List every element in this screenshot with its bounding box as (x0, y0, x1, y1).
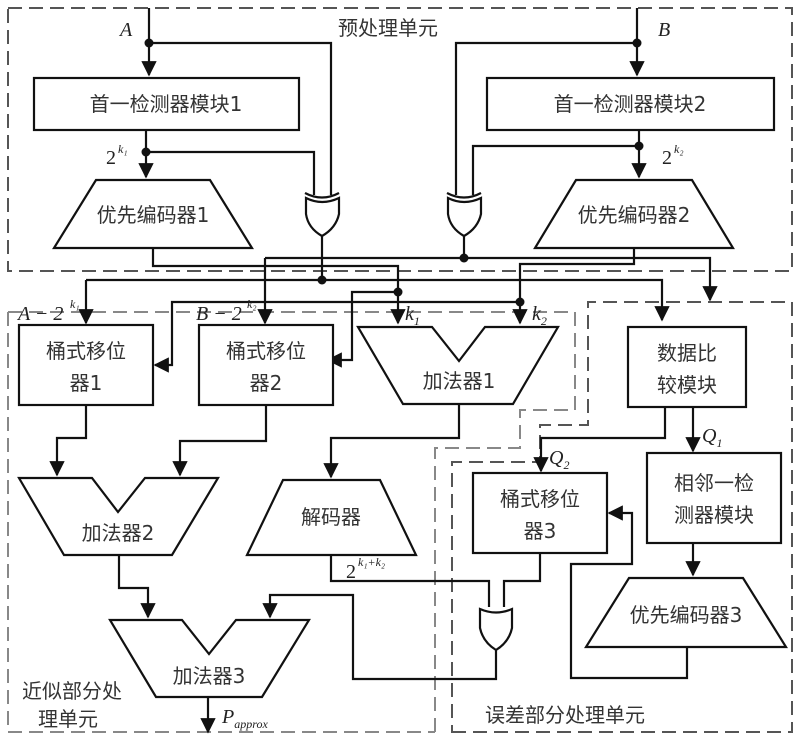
label-2k1: 2 (106, 147, 116, 169)
wire-2k1-to-xor1 (146, 150, 316, 195)
priority-encoder-2 (533, 178, 735, 250)
label-a-minus: A − 2 (16, 303, 63, 325)
label-b-minus-sup: k₂ (247, 297, 257, 311)
junction-dot (141, 147, 151, 157)
xor2-back-curve (446, 192, 482, 199)
label-2k1k2: 2 (346, 561, 356, 583)
decoder-label: 解码器 (301, 505, 361, 529)
xor-gate-2 (446, 196, 483, 238)
barrel-shifter-1-label-2: 器1 (70, 371, 103, 395)
wire-pe3-to-barrel3 (569, 505, 689, 680)
label-k1: k1 (405, 303, 420, 328)
junction-dot (632, 38, 642, 48)
data-compare-label-2: 较模块 (657, 373, 717, 397)
preprocess-region-label: 预处理单元 (338, 16, 438, 40)
junction-dot (459, 253, 469, 263)
barrel-shifter-3 (471, 471, 609, 555)
wire-or-out (262, 593, 498, 681)
error-region-label: 误差部分处理单元 (485, 703, 645, 727)
approx-region (7, 311, 576, 733)
label-p-approx: Papprox (221, 706, 268, 731)
junction-dot (144, 38, 154, 48)
wire-q2 (533, 407, 667, 473)
adder-1-label: 加法器1 (423, 369, 496, 393)
wire-decoder-out (329, 555, 491, 607)
priority-encoder-3-label: 优先编码器3 (630, 603, 743, 627)
priority-encoder-1-label: 优先编码器1 (97, 203, 210, 227)
priority-encoder-2-label: 优先编码器2 (578, 203, 691, 227)
wire-a-bus (86, 278, 670, 322)
label-a-minus-sup: k₁ (70, 297, 80, 311)
adder-1 (356, 325, 560, 406)
xor1-back-curve (304, 192, 340, 199)
wire-barrel3-out (502, 553, 542, 607)
approx-region-label-line1: 近似部分处 (22, 679, 122, 703)
decoder (245, 478, 418, 557)
first-detector-2-label: 首一检测器模块2 (554, 92, 707, 116)
wire-barrel1-out (49, 405, 88, 477)
wire-barrel2-out (172, 405, 268, 477)
wire-k1-to-barrel2 (326, 290, 398, 368)
wire-bus-b-to-compare (265, 256, 718, 302)
junction-dot (317, 275, 327, 285)
xor-gate-1 (304, 196, 341, 238)
wire-k2 (512, 248, 636, 325)
wire-k2-to-barrel1 (153, 300, 520, 373)
input-a-label: A (118, 19, 133, 41)
priority-encoder-3 (584, 576, 788, 649)
approx-region-label-line2: 理单元 (38, 707, 98, 731)
barrel-shifter-2-label-1: 桶式移位 (226, 339, 306, 363)
barrel-shifter-1 (17, 323, 155, 407)
wire-adder2-out (117, 555, 156, 619)
adder-2 (17, 476, 220, 557)
label-2k1-sup: k₁ (118, 142, 128, 156)
data-compare-label-1: 数据比 (657, 341, 717, 365)
first-detector-2 (485, 76, 776, 132)
label-b-minus: B − 2 (196, 303, 242, 325)
adjacent-detector-label-1: 相邻一检 (674, 471, 754, 495)
junction-dot (634, 141, 644, 151)
wire-b-to-xor2 (454, 41, 637, 195)
label-q2: Q2 (549, 447, 569, 472)
label-2k2: 2 (662, 147, 672, 169)
barrel-shifter-2 (197, 323, 335, 407)
data-compare-module (626, 325, 748, 409)
adder-3-label: 加法器3 (173, 664, 246, 688)
input-b-label: B (658, 19, 670, 41)
adder-3 (108, 618, 311, 699)
barrel-shifter-3-label-1: 桶式移位 (500, 487, 580, 511)
barrel-shifter-2-label-2: 器2 (250, 371, 283, 395)
barrel-shifter-3-label-2: 器3 (524, 519, 557, 543)
first-detector-1 (32, 76, 301, 132)
error-region (451, 301, 793, 733)
or-gate (478, 607, 514, 652)
priority-encoder-1 (52, 178, 254, 250)
wire-adder1-out (323, 404, 461, 479)
barrel-shifter-1-label-1: 桶式移位 (46, 339, 126, 363)
label-2k1k2-sup: k₁+k₂ (358, 555, 385, 569)
wire-2k2-to-xor2 (471, 144, 639, 195)
preprocess-region (7, 7, 793, 272)
label-q1: Q1 (702, 425, 722, 450)
label-k2: k2 (532, 303, 547, 328)
wire-a-to-xor1 (149, 41, 333, 195)
first-detector-1-label: 首一检测器模块1 (90, 92, 243, 116)
label-2k2-sup: k₂ (674, 142, 684, 156)
adjacent-detector-label-2: 测器模块 (674, 503, 754, 527)
adder-2-label: 加法器2 (82, 521, 155, 545)
adjacent-detector-module (645, 451, 783, 545)
